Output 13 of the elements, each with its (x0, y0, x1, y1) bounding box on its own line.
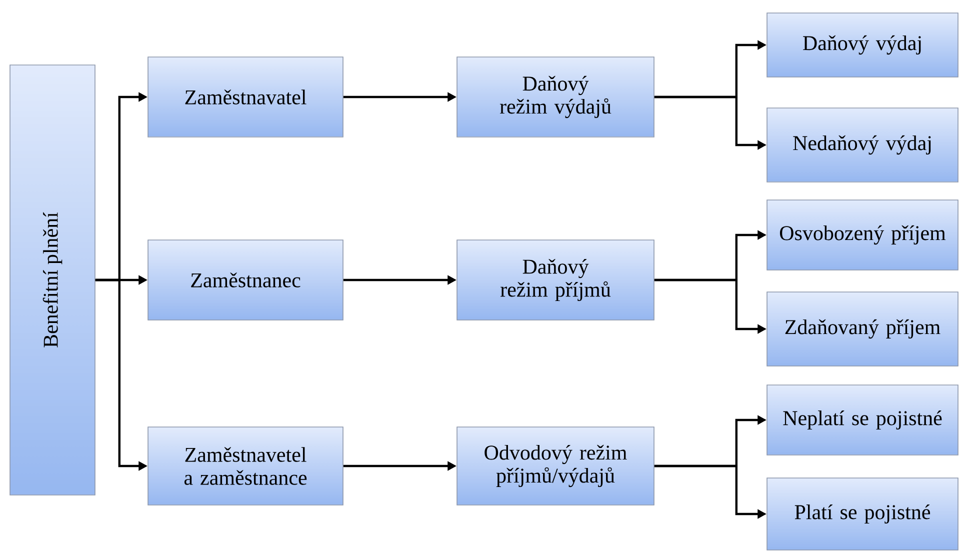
process-box: Osvobozený příjem (766, 200, 958, 270)
process-box: Zaměstnavatel (148, 56, 344, 138)
process-box: Daňový režim výdajů (456, 56, 654, 138)
vertical-box: Benefitní plnění (10, 64, 96, 496)
process-box: Neplatí se pojistné (766, 384, 958, 456)
process-box: Zdaňovaný příjem (766, 292, 958, 366)
process-box: Platí se pojistné (766, 478, 958, 550)
process-box: Daňový výdaj (766, 12, 958, 78)
process-box: Zaměstnavetel a zaměstnance (148, 426, 344, 506)
process-box: Daňový režim příjmů (456, 240, 654, 320)
process-box: Nedaňový výdaj (766, 108, 958, 182)
process-box: Zaměstnanec (148, 240, 344, 320)
process-box: Odvodový režim příjmů/výdajů (456, 426, 654, 506)
